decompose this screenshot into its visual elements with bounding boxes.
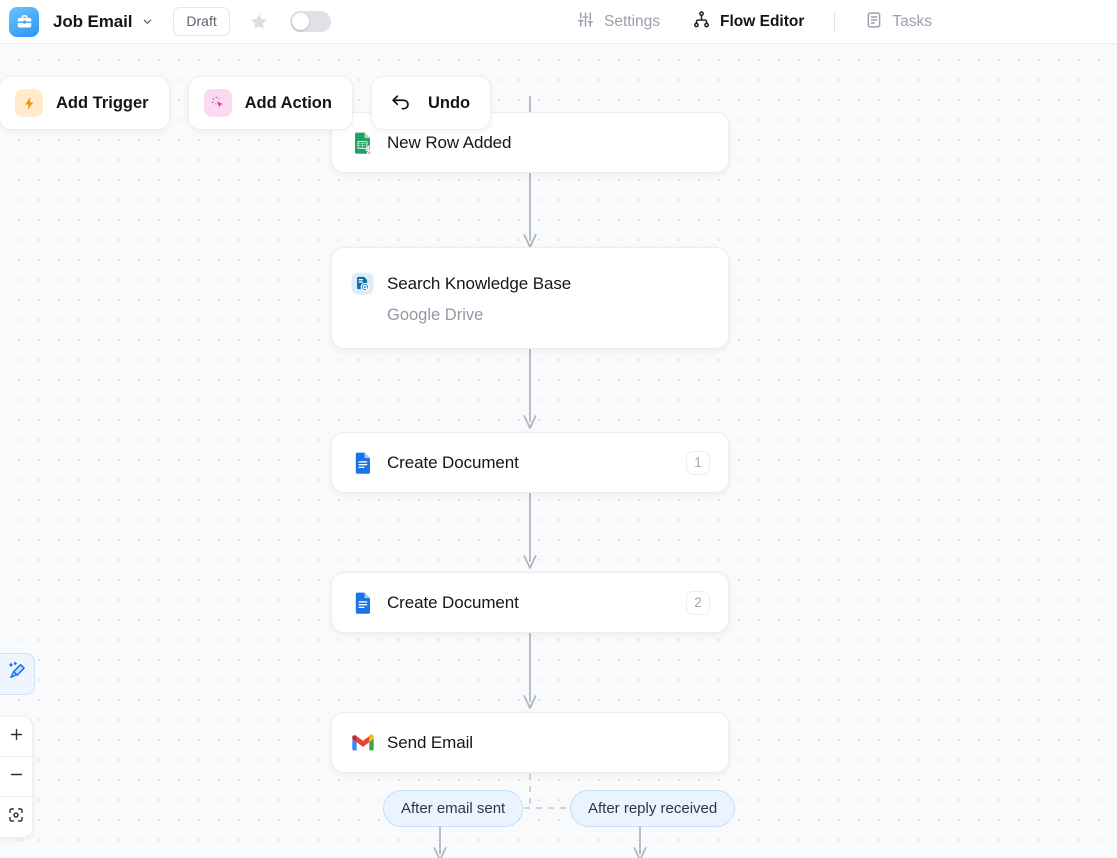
flow-node-subtitle: Google Drive: [387, 306, 484, 324]
tab-flow-editor-label: Flow Editor: [720, 13, 805, 30]
google-docs-icon: [350, 590, 375, 615]
flow-node-title: New Row Added: [387, 132, 512, 152]
minus-icon: [8, 766, 25, 788]
connector-2: [523, 344, 537, 429]
flow-node-create-document-1[interactable]: Create Document 1: [331, 432, 729, 493]
flow-node-send-email[interactable]: Send Email: [331, 712, 729, 773]
flow-node-title: Search Knowledge Base: [387, 273, 572, 293]
star-icon[interactable]: [248, 11, 270, 33]
branch-label-after-reply-received[interactable]: After reply received: [570, 790, 736, 827]
enable-flow-toggle[interactable]: [289, 11, 331, 32]
add-trigger-button[interactable]: Add Trigger: [0, 76, 170, 130]
fit-view-button[interactable]: [0, 797, 32, 837]
connector-4: [523, 624, 537, 709]
zoom-out-button[interactable]: [0, 757, 32, 797]
sparkle-cursor-icon: [203, 89, 232, 117]
settings-sliders-icon: [576, 10, 595, 34]
branch-arrow-right: [633, 824, 647, 858]
zoom-in-button[interactable]: [0, 717, 32, 757]
flow-canvas[interactable]: New Row Added Search Knowledge: [0, 44, 1117, 858]
add-action-button[interactable]: Add Action: [187, 76, 353, 130]
briefcase-icon: [9, 6, 39, 37]
flow-node-create-document-2[interactable]: Create Document 2: [331, 572, 729, 633]
branch-label-after-email-sent[interactable]: After email sent: [383, 790, 524, 827]
google-sheets-icon: [350, 130, 375, 155]
undo-button[interactable]: Undo: [370, 76, 492, 130]
flow-node-title: Send Email: [387, 732, 473, 752]
canvas-toolbar: Add Trigger Add Action: [0, 76, 492, 130]
nav-divider: [834, 12, 836, 32]
status-badge[interactable]: Draft: [173, 7, 230, 36]
chevron-down-icon[interactable]: [141, 15, 154, 28]
tab-flow-editor[interactable]: Flow Editor: [676, 0, 820, 44]
flow-node-title: Create Document: [387, 592, 519, 612]
gmail-icon: [350, 730, 375, 755]
tab-tasks[interactable]: Tasks: [849, 0, 948, 44]
connector-3: [523, 484, 537, 569]
page-title: Job Email: [53, 11, 133, 31]
auto-layout-button[interactable]: [0, 653, 35, 695]
lightning-bolt-icon: [15, 89, 43, 117]
tab-settings[interactable]: Settings: [560, 0, 676, 44]
undo-label: Undo: [427, 93, 471, 112]
fit-to-view-icon: [7, 806, 25, 829]
tasks-list-icon: [865, 11, 883, 34]
plus-icon: [8, 726, 25, 748]
tab-tasks-label: Tasks: [892, 13, 933, 30]
flow-node-search-knowledge-base[interactable]: Search Knowledge Base Google Drive: [331, 247, 729, 349]
knowledge-base-search-icon: [350, 271, 375, 296]
zoom-controls: [0, 716, 33, 838]
magic-broom-icon: [7, 661, 28, 687]
flow-tree-icon: [692, 10, 711, 34]
undo-arrow-icon: [387, 89, 415, 117]
flow-node-badge: 2: [686, 590, 710, 615]
flow-node-title: Create Document: [387, 452, 519, 472]
branch-arrow-left: [433, 824, 447, 858]
flow-node-badge: 1: [686, 450, 710, 475]
tab-settings-label: Settings: [604, 13, 661, 30]
app-header: Job Email Draft Settings: [0, 0, 1117, 44]
main-nav: Settings Flow Editor: [560, 0, 948, 44]
add-action-label: Add Action: [244, 93, 332, 112]
add-trigger-label: Add Trigger: [56, 93, 149, 112]
google-docs-icon: [350, 450, 375, 475]
